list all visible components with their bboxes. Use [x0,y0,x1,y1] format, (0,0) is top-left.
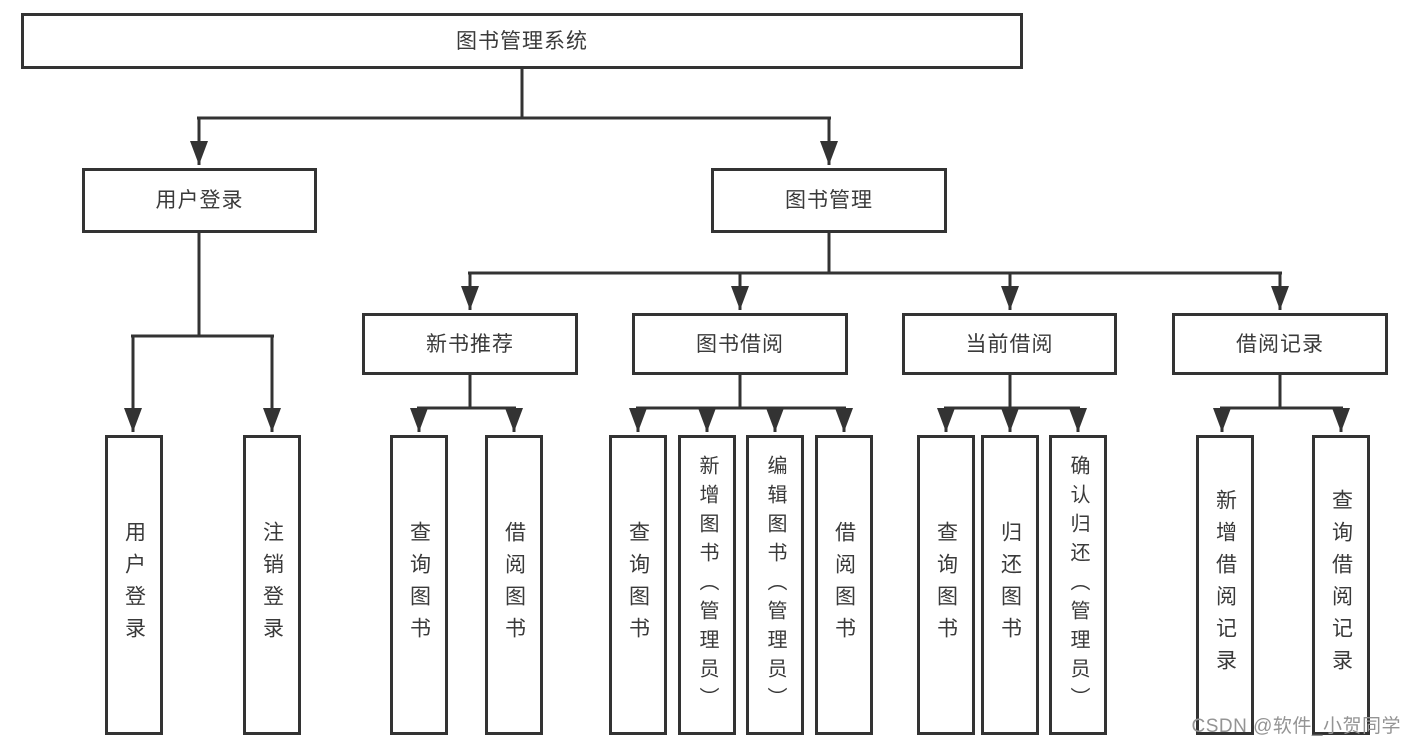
node-label: 图书借阅 [696,332,784,356]
leaf-label: 借阅图书 [502,521,526,649]
leaf-user-login: 用户登录 [105,435,163,735]
node-label: 图书管理 [785,189,873,212]
node-label: 当前借阅 [965,332,1054,356]
leaf-add-borrow-record: 新增借阅记录 [1196,435,1254,735]
leaf-label: 查询借阅记录 [1329,489,1353,681]
leaf-confirm-return-admin: 确认归还（管理员） [1049,435,1107,735]
leaf-label: 查询图书 [407,521,431,649]
node-label: 用户登录 [155,189,244,212]
node-borrow-records: 借阅记录 [1172,313,1388,375]
node-label: 图书管理系统 [456,29,588,53]
leaf-logout: 注销登录 [243,435,301,735]
leaf-label: 新增图书（管理员） [696,454,718,716]
leaf-query-books-3: 查询图书 [917,435,975,735]
leaf-label: 编辑图书（管理员） [764,454,786,716]
node-root-system: 图书管理系统 [21,13,1023,69]
leaf-return-books: 归还图书 [981,435,1039,735]
leaf-label: 确认归还（管理员） [1067,454,1089,716]
node-current-borrow: 当前借阅 [902,313,1117,375]
leaf-label: 新增借阅记录 [1213,489,1237,681]
node-new-book-recommend: 新书推荐 [362,313,578,375]
leaf-query-books: 查询图书 [390,435,448,735]
leaf-query-borrow-record: 查询借阅记录 [1312,435,1370,735]
leaf-borrow-books: 借阅图书 [485,435,543,735]
leaf-borrow-books-2: 借阅图书 [815,435,873,735]
node-book-borrow: 图书借阅 [632,313,848,375]
leaf-edit-books-admin: 编辑图书（管理员） [746,435,804,735]
leaf-label: 查询图书 [626,521,650,649]
node-user-login: 用户登录 [82,168,317,233]
node-book-management: 图书管理 [711,168,947,233]
leaf-query-books-2: 查询图书 [609,435,667,735]
leaf-label: 注销登录 [260,521,284,649]
leaf-label: 借阅图书 [832,521,856,649]
leaf-add-books-admin: 新增图书（管理员） [678,435,736,735]
csdn-watermark: CSDN @软件_小贺同学 [1191,716,1401,737]
leaf-label: 查询图书 [934,521,958,649]
node-label: 新书推荐 [426,332,514,356]
node-label: 借阅记录 [1236,332,1324,356]
leaf-label: 归还图书 [998,521,1022,649]
leaf-label: 用户登录 [122,521,146,649]
